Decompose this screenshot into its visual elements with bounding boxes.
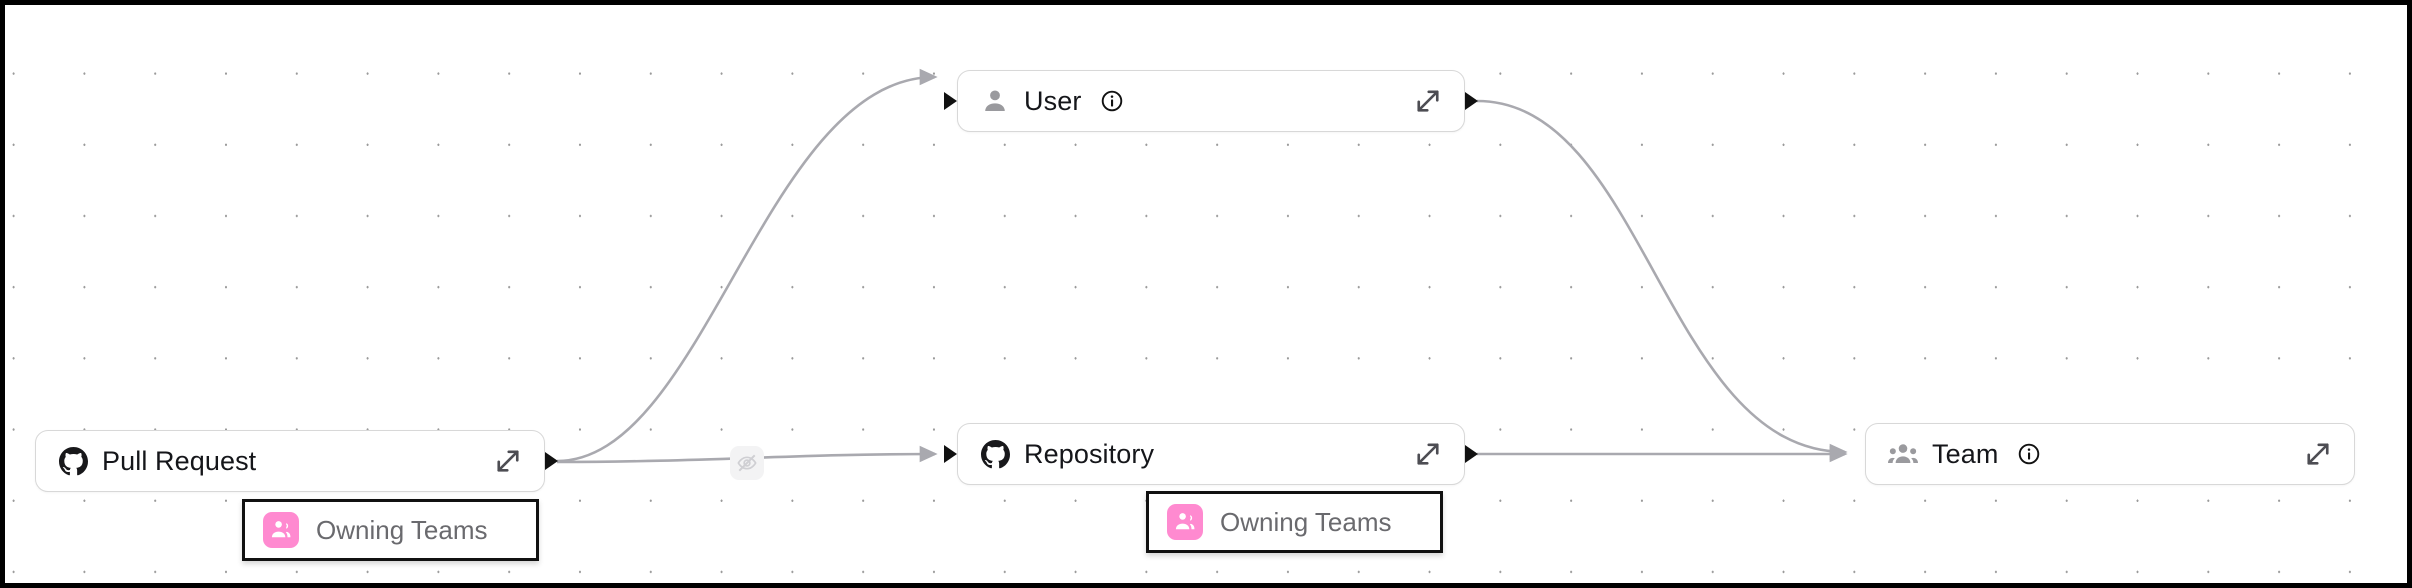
node-pull-request-label: Pull Request (102, 445, 257, 476)
info-circle-icon[interactable] (1099, 89, 1124, 114)
node-team-content: Team (1888, 439, 2302, 470)
github-icon (980, 439, 1010, 469)
chip-owning-teams-label: Owning Teams (1220, 506, 1392, 537)
node-repository-label: Repository (1024, 438, 1155, 469)
node-pull-request[interactable]: Pull Request (35, 430, 558, 492)
node-user-label: User (1024, 85, 1082, 116)
node-user-target-handle[interactable] (944, 92, 957, 110)
expand-diagonal-icon[interactable] (1412, 85, 1444, 117)
expand-diagonal-icon[interactable] (2302, 438, 2334, 470)
node-repository-content: Repository (980, 439, 1412, 470)
github-icon (58, 446, 88, 476)
expand-diagonal-icon[interactable] (1412, 438, 1444, 470)
node-repository-target-handle[interactable] (944, 445, 957, 463)
node-user-source-handle[interactable] (1465, 92, 1478, 110)
chip-owning-teams-pull-request[interactable]: Owning Teams (242, 499, 539, 561)
info-circle-icon[interactable] (2016, 442, 2041, 467)
node-pull-request-source-handle[interactable] (545, 452, 558, 470)
node-team-label: Team (1932, 438, 1999, 469)
node-user[interactable]: User (944, 70, 1478, 132)
node-user-content: User (980, 86, 1412, 117)
node-repository-source-handle[interactable] (1465, 445, 1478, 463)
owning-teams-icon (1167, 504, 1203, 540)
owning-teams-icon (263, 512, 299, 548)
node-team[interactable]: Team (1865, 423, 2355, 485)
eye-off-icon (737, 454, 757, 472)
chip-owning-teams-repository[interactable]: Owning Teams (1146, 491, 1443, 553)
people-group-icon (1888, 439, 1918, 469)
edge-visibility-toggle[interactable] (730, 446, 764, 480)
chip-owning-teams-label: Owning Teams (316, 514, 488, 545)
person-icon (980, 86, 1010, 116)
node-repository[interactable]: Repository (944, 423, 1478, 485)
node-pull-request-content: Pull Request (58, 446, 492, 477)
expand-diagonal-icon[interactable] (492, 445, 524, 477)
